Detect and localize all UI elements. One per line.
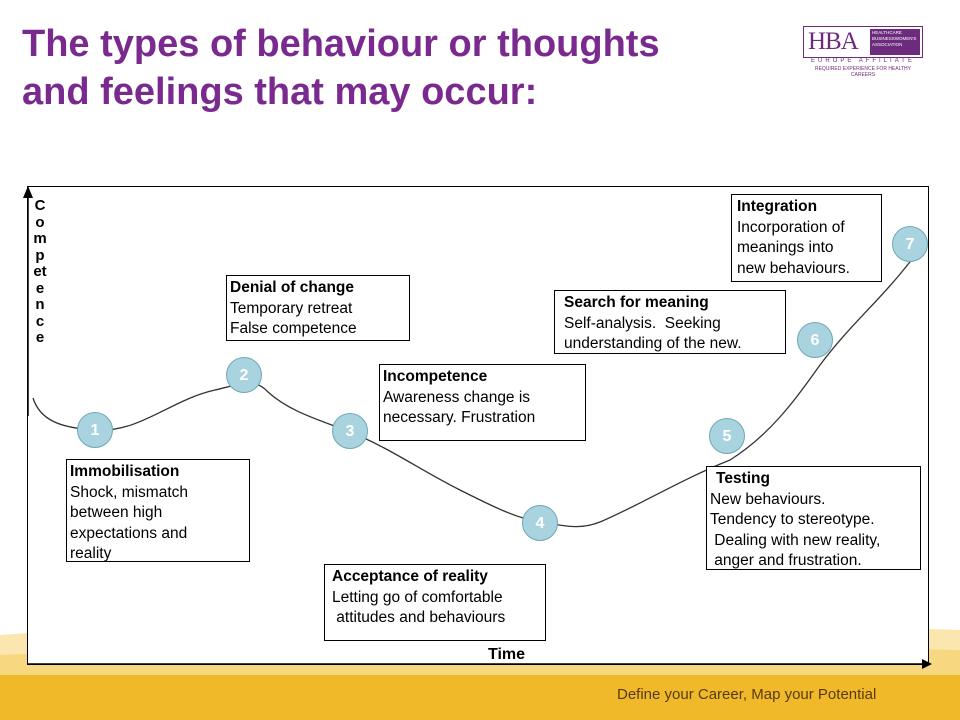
logo-frame: HBA HEALTHCARE BUSINESSWOMEN'S ASSOCIATI… <box>803 26 923 58</box>
stage-4-title: Acceptance of reality <box>332 568 488 585</box>
stage-1-line: between high <box>70 504 163 521</box>
stage-7-marker: 7 <box>892 226 928 262</box>
stage-6-box: Search for meaning Self-analysis. Seekin… <box>554 290 786 354</box>
footer-tagline: Define your Career, Map your Potential <box>617 686 877 703</box>
stage-5-line: New behaviours. <box>710 490 826 508</box>
y-axis-arrow-icon <box>23 186 33 198</box>
stage-6-title: Search for meaning <box>564 294 709 311</box>
stage-4-line: attitudes and behaviours <box>332 609 506 626</box>
title-line-1: The types of behaviour or thoughts <box>22 23 660 65</box>
stage-7-box: Integration Incorporation of meanings in… <box>731 194 882 282</box>
x-axis-label: Time <box>488 646 526 663</box>
stage-4-box: Acceptance of reality Letting go of comf… <box>324 564 546 641</box>
stage-4-line: Letting go of comfortable <box>332 588 503 606</box>
stage-7-line: meanings into <box>737 239 834 256</box>
stage-2-line: False competence <box>230 320 357 337</box>
stage-3-line: Awareness change is <box>383 388 531 406</box>
footer-band <box>0 675 960 720</box>
stage-2-box: Denial of change Temporary retreat False… <box>226 275 410 341</box>
stage-2-title: Denial of change <box>230 279 355 296</box>
stage-5-title: Testing <box>716 470 770 487</box>
stage-1-title: Immobilisation <box>70 463 180 480</box>
stage-1-marker: 1 <box>77 412 113 448</box>
stage-3-line: necessary. Frustration <box>383 409 536 426</box>
stage-2-marker: 2 <box>226 357 262 393</box>
y-axis-label: Competence <box>33 197 47 346</box>
logo-sub-line-3: ASSOCIATION <box>872 42 903 47</box>
stage-1-box: Immobilisation Shock, mismatch between h… <box>66 459 250 562</box>
stage-2-line: Temporary retreat <box>230 299 353 317</box>
stage-5-box: Testing New behaviours. Tendency to ster… <box>706 466 921 570</box>
stage-4-marker: 4 <box>522 505 558 541</box>
stage-5-marker: 5 <box>709 418 745 454</box>
stage-6-line: understanding of the new. <box>564 335 742 352</box>
logo-mark: HBA <box>808 28 859 55</box>
logo-sub-line-1: HEALTHCARE <box>872 30 902 35</box>
stage-3-marker: 3 <box>332 413 368 449</box>
stage-3-title: Incompetence <box>383 368 488 385</box>
hba-logo: HBA HEALTHCARE BUSINESSWOMEN'S ASSOCIATI… <box>803 26 925 78</box>
stage-5-line: Dealing with new reality, <box>710 531 881 549</box>
change-curve <box>32 245 926 528</box>
x-axis-arrow-icon <box>922 659 932 669</box>
logo-subtitle: HEALTHCARE BUSINESSWOMEN'S ASSOCIATION <box>870 29 920 55</box>
stage-6-line: Self-analysis. Seeking <box>564 314 721 332</box>
stage-7-line: new behaviours. <box>737 259 850 277</box>
logo-sub-line-2: BUSINESSWOMEN'S <box>872 36 917 41</box>
slide-title: The types of behaviour or thoughts and f… <box>22 20 660 116</box>
stage-7-line: Incorporation of <box>737 218 845 236</box>
stage-5-line: anger and frustration. <box>710 552 862 569</box>
stage-1-line: reality <box>70 545 112 562</box>
stage-5-line: Tendency to stereotype. <box>710 511 875 528</box>
title-line-2: and feelings that may occur: <box>22 71 538 113</box>
stage-3-box: Incompetence Awareness change is necessa… <box>379 364 586 441</box>
stage-6-marker: 6 <box>797 322 833 358</box>
stage-7-title: Integration <box>737 198 818 215</box>
stage-1-line: expectations and <box>70 524 188 542</box>
logo-tagline: REQUIRED EXPERIENCE FOR HEALTHY CAREERS <box>814 66 912 78</box>
stage-1-line: Shock, mismatch <box>70 483 189 501</box>
logo-region: EUROPE AFFILIATE <box>811 58 915 64</box>
